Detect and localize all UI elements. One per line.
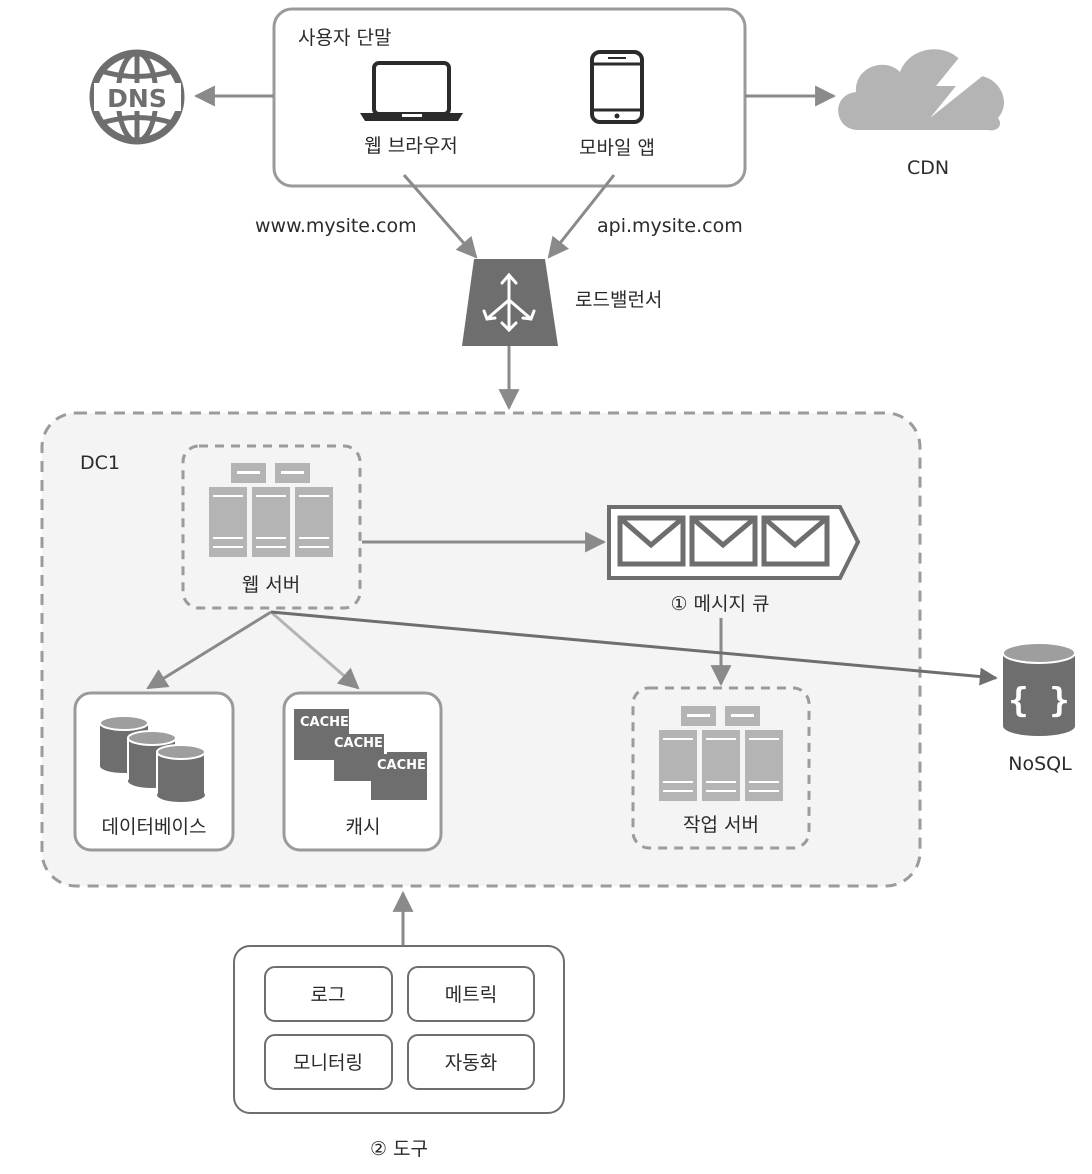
message-queue-icon [607, 505, 861, 580]
arrow-web-to-cache [270, 610, 360, 690]
arrow-web-to-nosql [270, 610, 998, 686]
web-server-group: 웹 서버 [181, 444, 362, 610]
cdn-label: CDN [907, 157, 949, 179]
database-box: 데이터베이스 [73, 691, 235, 852]
arrow-web-to-database [146, 610, 272, 690]
curly-braces-icon: { } [1008, 681, 1069, 721]
arrow-app-to-lb [547, 174, 616, 259]
tool-logs-label: 로그 [311, 984, 346, 1006]
cache-box: CACHE CACHE CACHE 캐시 [282, 691, 443, 852]
tool-logs-box [264, 966, 393, 1022]
load-balancer-label: 로드밸런서 [575, 289, 662, 311]
message-queue-label: ① 메시지 큐 [670, 593, 769, 615]
database-cylinders-icon [99, 715, 206, 802]
envelope-icon [689, 515, 758, 567]
cache-stack-icon: CACHE CACHE CACHE [294, 709, 427, 800]
tool-metrics-box [407, 966, 535, 1022]
user-devices-box: 사용자 단말 웹 브라우저 모바일 앱 [272, 7, 747, 188]
cache-tag-3: CACHE [377, 758, 426, 773]
cdn-cloud-icon [838, 38, 1005, 131]
database-label: 데이터베이스 [102, 816, 207, 838]
cache-tag-2: CACHE [334, 736, 383, 751]
user-devices-title: 사용자 단말 [298, 27, 391, 49]
worker-server-label: 작업 서버 [683, 814, 759, 836]
api-url-label: api.mysite.com [597, 215, 743, 237]
lightning-bolt-icon [930, 38, 990, 118]
envelope-icon [761, 515, 830, 567]
tool-automation-box [407, 1034, 535, 1090]
smartphone-icon [590, 50, 644, 124]
web-server-label: 웹 서버 [242, 574, 300, 596]
tool-monitoring-label: 모니터링 [293, 1052, 363, 1074]
server-rack-icon [209, 463, 333, 557]
nosql-icon: { } [1002, 642, 1076, 736]
tool-monitoring-box [264, 1034, 393, 1090]
load-balancer-icon [462, 259, 558, 346]
envelope-icon [617, 515, 686, 567]
dns-label: DNS [107, 84, 167, 113]
arrow-web-to-lb [402, 174, 478, 259]
nosql-label: NoSQL [1008, 753, 1072, 775]
dc1-label: DC1 [80, 452, 120, 474]
dns-globe-icon: DNS [89, 49, 185, 145]
tools-caption: ② 도구 [370, 1138, 428, 1160]
tool-metrics-label: 메트릭 [445, 984, 497, 1006]
laptop-icon [360, 61, 463, 121]
tools-box: 로그 메트릭 모니터링 자동화 [233, 945, 565, 1114]
tool-automation-label: 자동화 [445, 1052, 497, 1074]
cache-label: 캐시 [346, 816, 381, 838]
cache-tag-1: CACHE [300, 715, 349, 730]
web-url-label: www.mysite.com [255, 215, 417, 237]
web-browser-label: 웹 브라우저 [364, 135, 457, 157]
worker-server-group: 작업 서버 [631, 686, 811, 850]
server-rack-icon [659, 706, 783, 801]
mobile-app-label: 모바일 앱 [579, 137, 655, 159]
